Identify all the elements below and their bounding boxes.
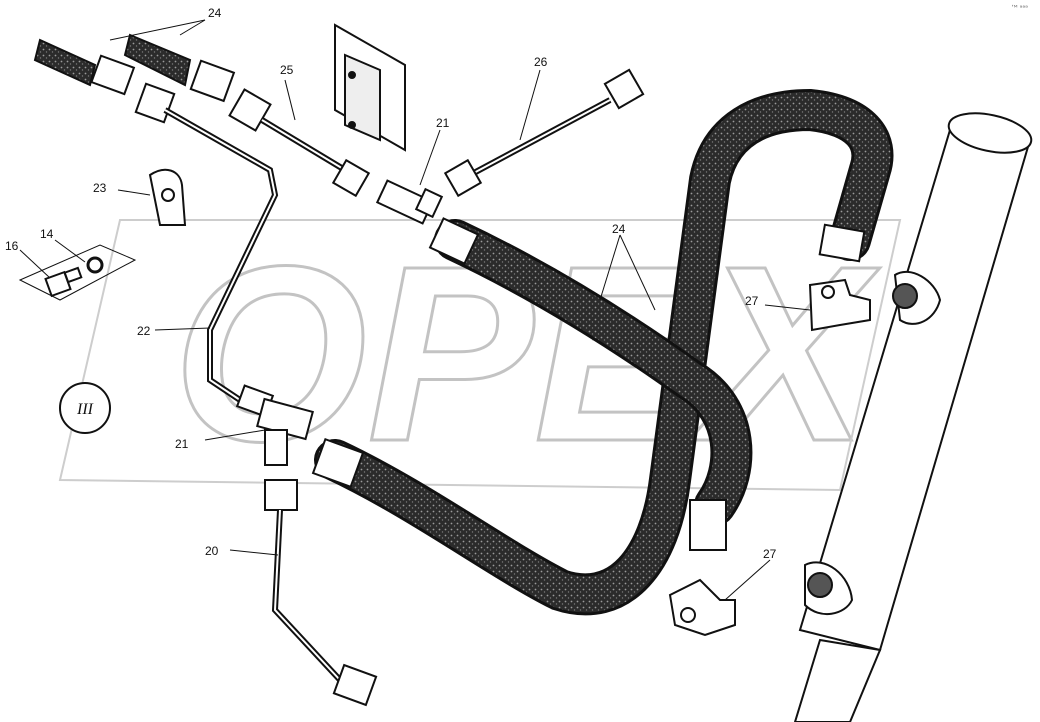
- tube-26: [443, 68, 645, 198]
- callout-14: 14: [40, 227, 54, 241]
- callout-21-bottom: 21: [175, 437, 189, 451]
- callout-24-mid: 24: [612, 222, 626, 236]
- view-marker: III: [59, 382, 111, 434]
- hardware-outline: [18, 244, 137, 301]
- pipe-22: [134, 82, 279, 403]
- view-marker-label: III: [76, 401, 94, 418]
- hose-end-24-right: [123, 33, 236, 103]
- corner-note: ʼᴹ ᵃᵃᵃ: [1011, 4, 1028, 12]
- callout-23: 23: [93, 181, 107, 195]
- callout-24-top: 24: [208, 6, 222, 20]
- hose-24-diagonal: [428, 217, 753, 551]
- callout-16: 16: [5, 239, 19, 253]
- washer-14: [86, 256, 104, 274]
- hydraulic-cylinder: [793, 112, 1033, 722]
- hose-24-loop: [311, 88, 894, 616]
- tube-25: [228, 88, 371, 198]
- callout-22: 22: [137, 324, 151, 338]
- pipe-20: [264, 479, 378, 707]
- elbow-fitting-27-top: [808, 278, 871, 332]
- callout-21-top: 21: [436, 116, 450, 130]
- mounting-bracket: [334, 23, 406, 152]
- callout-25: 25: [280, 63, 294, 77]
- tee-fitting-21-bottom: [235, 384, 314, 466]
- tee-fitting-21-top: [375, 179, 444, 225]
- callout-27-bottom: 27: [763, 547, 777, 561]
- hose-end-24-left: [33, 38, 136, 96]
- callout-27-top: 27: [745, 294, 759, 308]
- callout-26: 26: [534, 55, 548, 69]
- watermark-frame: [58, 219, 902, 492]
- elbow-fitting-27-bottom: [668, 578, 736, 637]
- clamp-23: [148, 168, 187, 226]
- callout-20: 20: [205, 544, 219, 558]
- bolt-16: [44, 266, 83, 298]
- leader-lines: [19, 19, 811, 601]
